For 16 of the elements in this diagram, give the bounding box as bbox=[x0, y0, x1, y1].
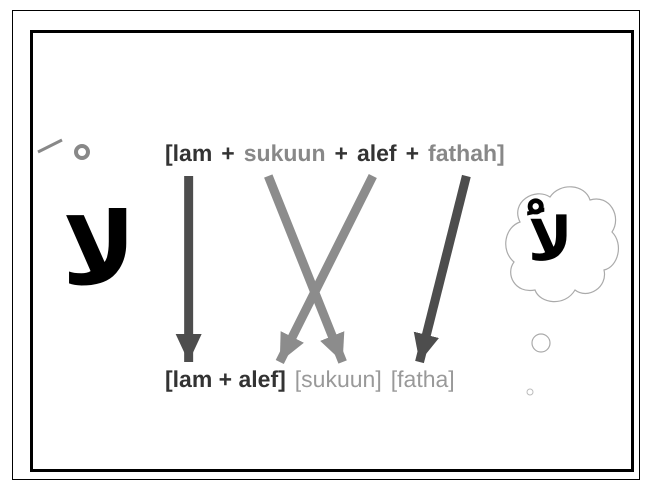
arrow bbox=[414, 174, 471, 364]
plus-sign: + bbox=[221, 140, 235, 166]
term-label: [lam + alef] bbox=[165, 366, 286, 392]
term-label: alef bbox=[356, 140, 397, 166]
arabic-ligature: لاَْ bbox=[528, 200, 573, 280]
arrow bbox=[176, 176, 202, 362]
term-label: [sukuun] bbox=[294, 366, 382, 392]
arrow bbox=[276, 174, 377, 364]
plus-sign: + bbox=[334, 140, 348, 166]
term-label: [lam bbox=[165, 140, 212, 166]
arrow bbox=[264, 174, 347, 364]
term-label: fathah] bbox=[428, 140, 505, 166]
arabic-ligature: لا bbox=[62, 190, 136, 310]
plus-sign: + bbox=[406, 140, 420, 166]
term-label: [fatha] bbox=[390, 366, 455, 392]
term-label: sukuun bbox=[244, 140, 326, 166]
